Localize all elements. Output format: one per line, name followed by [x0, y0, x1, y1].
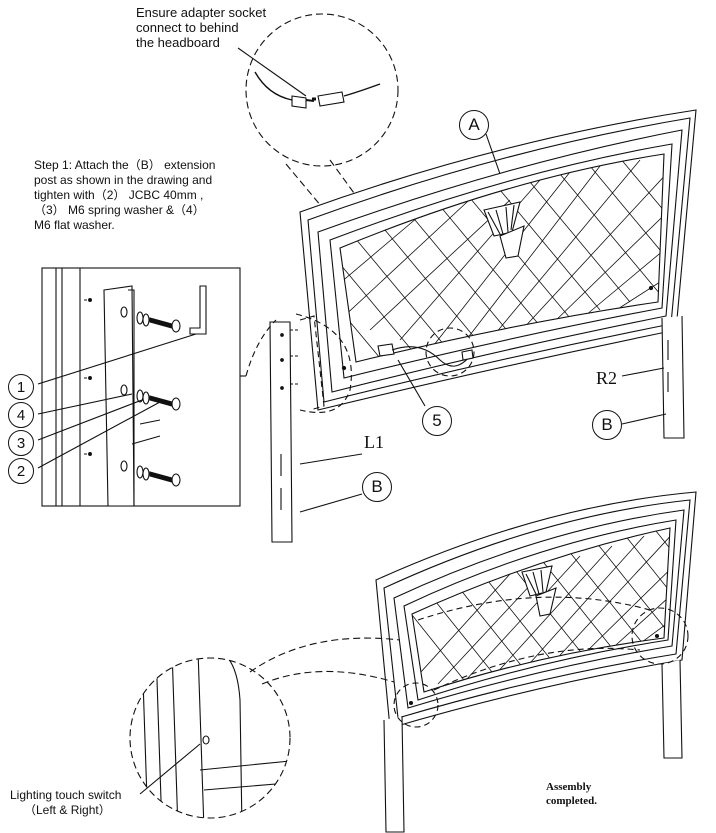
leader-2 — [37, 401, 161, 469]
callout-b-left: B — [362, 472, 392, 502]
leader-1 — [37, 333, 197, 385]
adapter-leader-line — [237, 47, 307, 97]
callout-a-text: A — [468, 115, 480, 134]
callout-5-text: 5 — [432, 411, 442, 430]
callout-3-text: 3 — [16, 434, 26, 452]
label-r2: R2 — [596, 368, 618, 388]
step1-line: Step 1: Attach the（B） extension — [34, 158, 216, 172]
leader-b-left — [299, 493, 363, 513]
step1-detail-box — [41, 267, 246, 507]
leader-3 — [37, 399, 143, 441]
callout-1-text: 1 — [16, 378, 26, 396]
callout-5: 5 — [422, 406, 452, 436]
leg-l1 — [245, 313, 352, 543]
step1-line: post as shown in the drawing and — [34, 173, 213, 187]
leader-a — [485, 133, 501, 175]
switch-note-line: Lighting touch switch — [10, 788, 122, 802]
adapter-note: Ensure adapter socket connect to behind … — [136, 5, 266, 50]
leader-b-right — [621, 413, 667, 425]
callout-2-text: 2 — [16, 462, 26, 480]
step1-line: M6 flat washer. — [34, 218, 115, 232]
leader-r2 — [621, 367, 665, 377]
switch-note-line: （Left & Right） — [24, 803, 111, 817]
step1-line: tighten with（2） JCBC 40mm , — [34, 188, 204, 202]
completed-line: completed. — [546, 795, 598, 807]
adapter-detail-circle — [245, 13, 399, 167]
callout-4: 4 — [8, 402, 34, 428]
adapter-note-line: connect to behind — [136, 20, 239, 35]
leader-switch — [139, 743, 201, 795]
assembly-completed: Assembly completed. — [546, 780, 597, 808]
leg-r2 — [661, 315, 685, 439]
leader-l1 — [299, 453, 363, 465]
switch-detail-circle — [129, 657, 291, 819]
callout-1: 1 — [8, 374, 34, 400]
step1-line: （3） M6 spring washer &（4） — [34, 203, 205, 217]
adapter-note-line: the headboard — [136, 35, 220, 50]
callout-b-right-text: B — [601, 415, 613, 434]
callout-4-text: 4 — [16, 406, 26, 424]
callout-a: A — [459, 110, 489, 140]
headboard-bottom — [375, 491, 697, 833]
completed-line: Assembly — [546, 781, 592, 793]
label-l1: L1 — [364, 432, 384, 452]
step1-instructions: Step 1: Attach the（B） extension post as … — [34, 158, 215, 233]
leader-4 — [37, 393, 133, 415]
adapter-note-line: Ensure adapter socket — [136, 5, 267, 20]
callout-2: 2 — [8, 458, 34, 484]
callout-b-right: B — [592, 410, 622, 440]
switch-note: Lighting touch switch （Left & Right） — [10, 788, 121, 818]
adapter-box — [377, 343, 474, 367]
callout-3: 3 — [8, 430, 34, 456]
headboard-top — [299, 109, 697, 411]
callout-b-left-text: B — [371, 477, 383, 496]
